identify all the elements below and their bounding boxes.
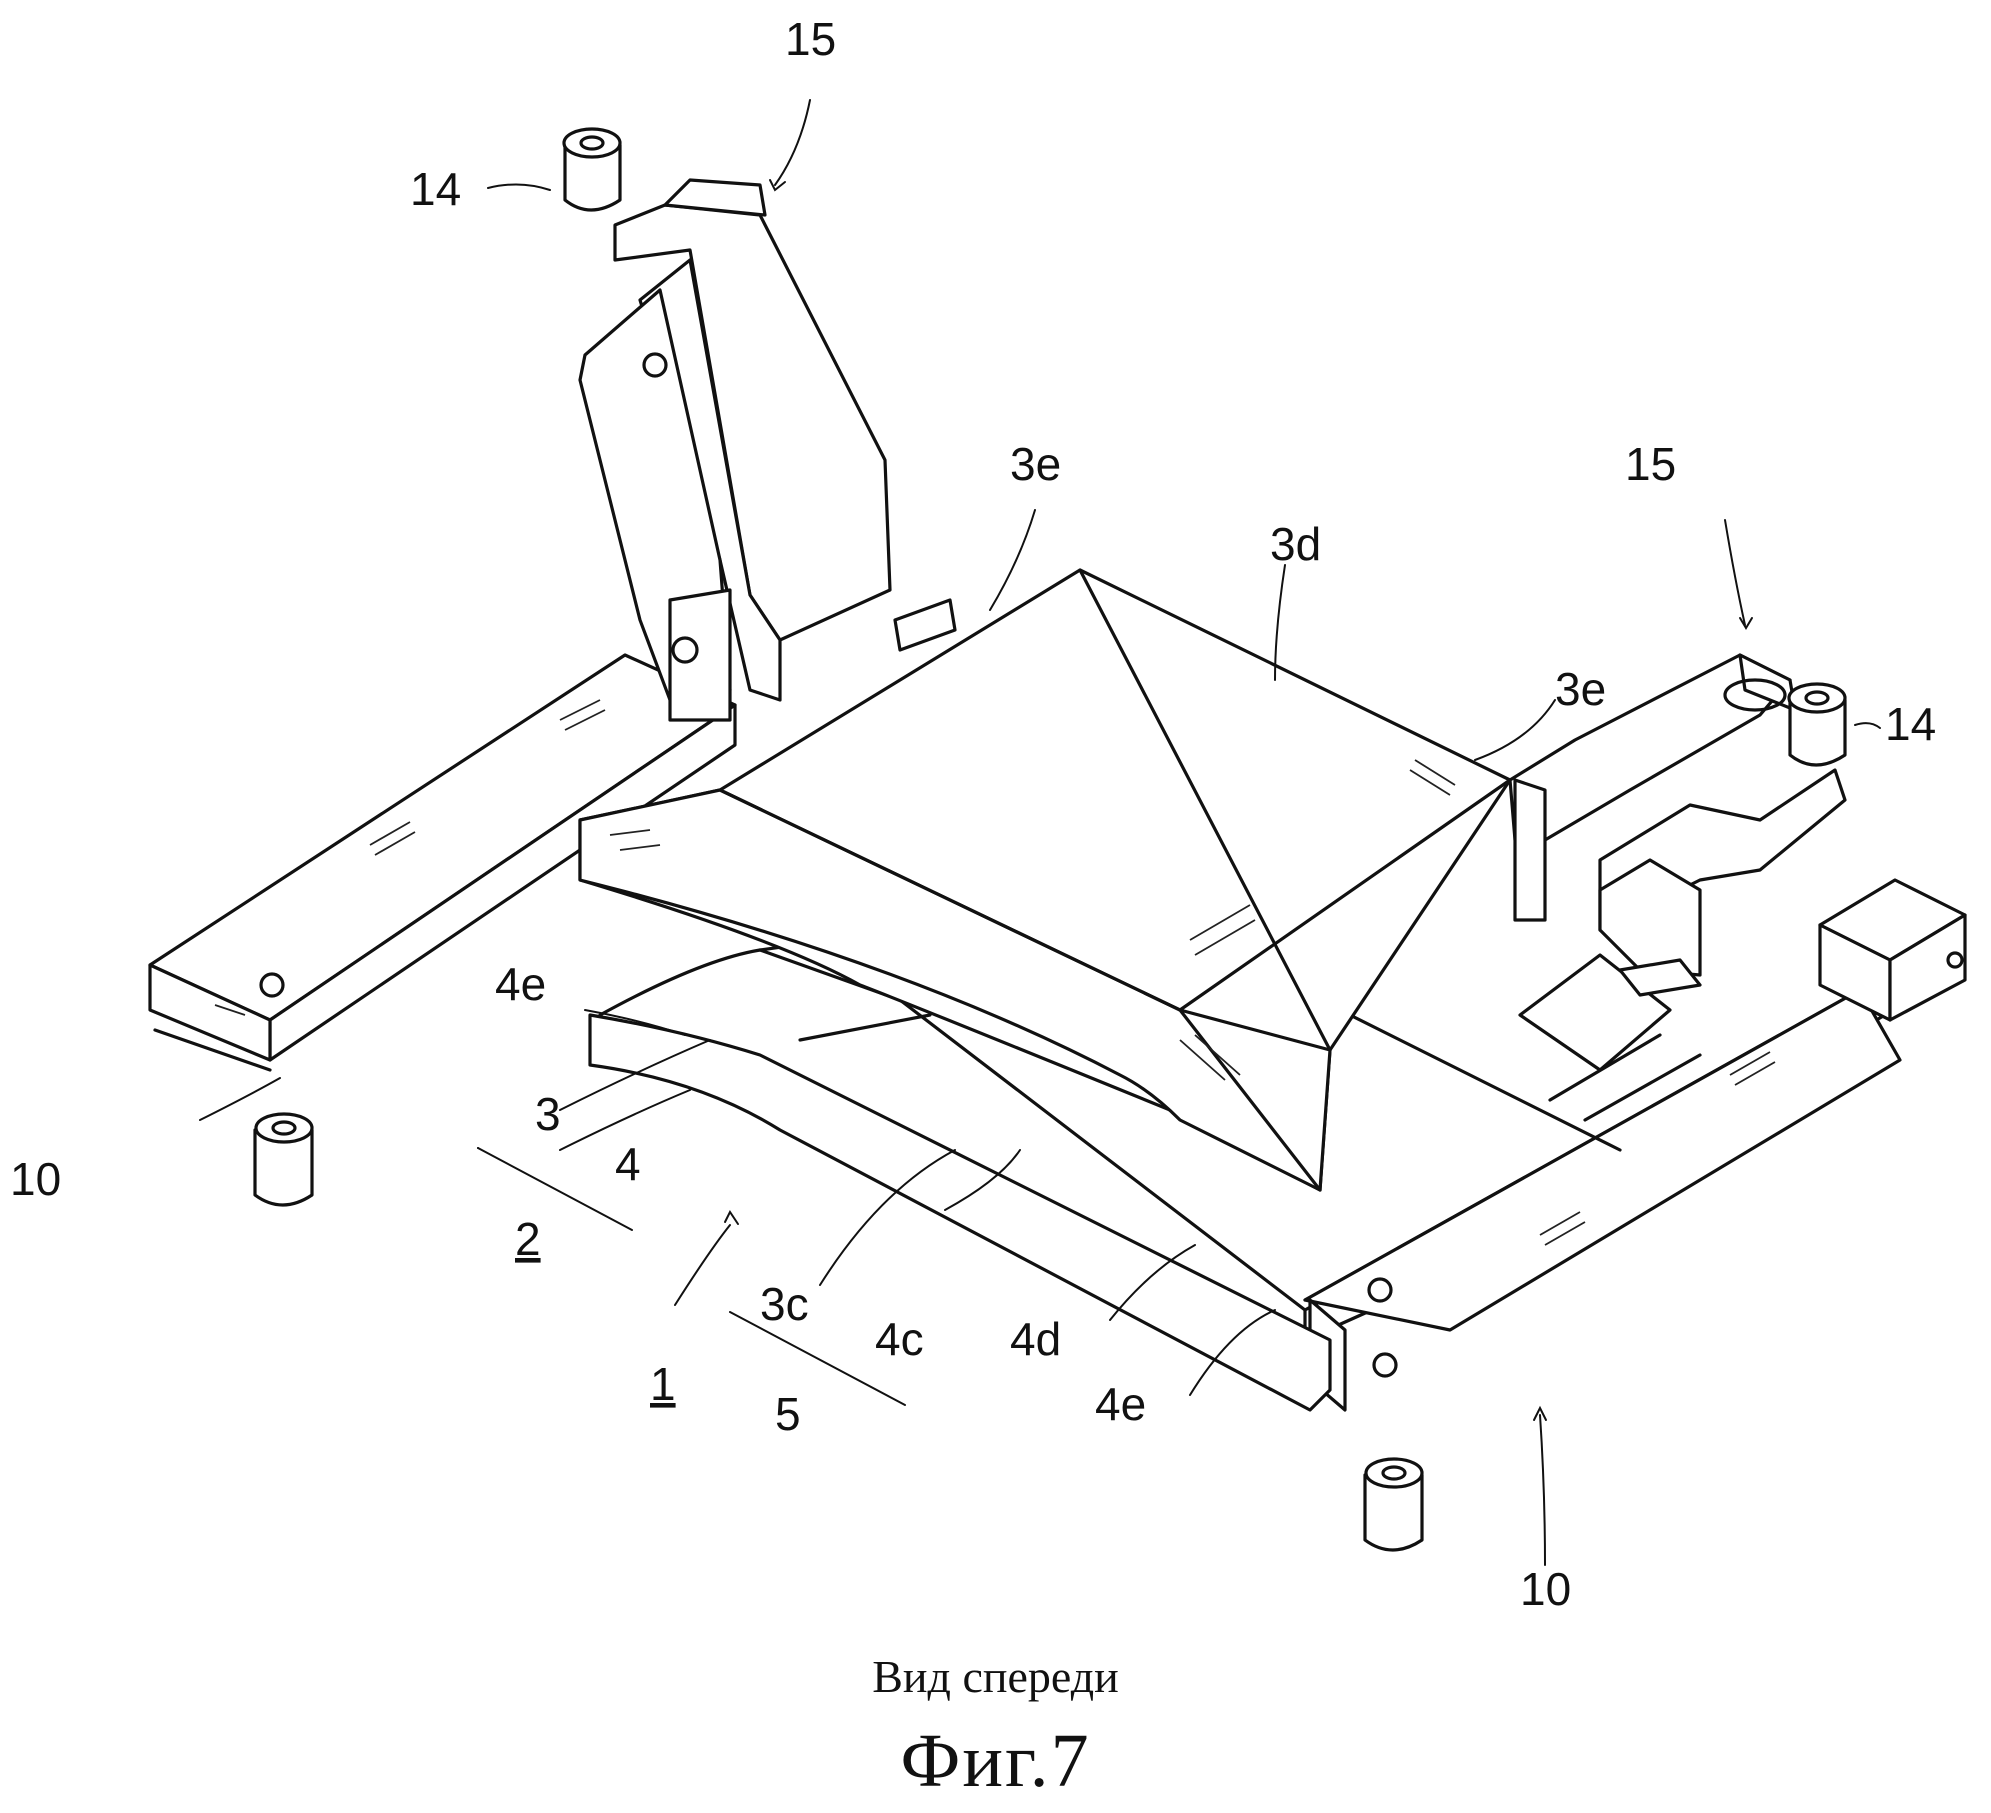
label-3d: 3d: [1270, 518, 1321, 570]
bushing-bottom-left: [253, 1112, 314, 1207]
reference-labels: 15 14 3e 3d 15 3e 14 4e 3 4 10 2 3c 1 4c…: [10, 13, 1936, 1615]
upper-member-3: [578, 568, 1512, 1192]
label-4e-left: 4e: [495, 958, 546, 1010]
label-4e-bottom: 4e: [1095, 1378, 1146, 1430]
label-3e-top: 3e: [1010, 438, 1061, 490]
bushing-right: [1787, 682, 1847, 767]
label-14-top: 14: [410, 163, 461, 215]
label-4: 4: [615, 1138, 641, 1190]
view-caption: Вид спереди: [872, 1651, 1119, 1702]
label-4d: 4d: [1010, 1313, 1061, 1365]
label-3: 3: [535, 1088, 561, 1140]
bushing-bottom-right: [1363, 1457, 1424, 1552]
label-10-right: 10: [1520, 1563, 1571, 1615]
label-15-right: 15: [1625, 438, 1676, 490]
leader-lines: [199, 99, 1881, 1566]
label-14-right: 14: [1885, 698, 1936, 750]
figure-number: Фиг.7: [900, 1719, 1091, 1803]
left-side-rail: [148, 653, 737, 1072]
label-2: 2: [515, 1213, 541, 1265]
left-bracket-15: [578, 178, 957, 722]
label-1: 1: [650, 1358, 676, 1410]
label-15-top: 15: [785, 13, 836, 65]
label-4c: 4c: [875, 1313, 924, 1365]
bushing-top-left: [562, 127, 622, 212]
label-3e-right: 3e: [1555, 663, 1606, 715]
right-end-bracket: [1818, 878, 1967, 1022]
label-5: 5: [775, 1388, 801, 1440]
right-bracket-15: [1508, 653, 1847, 997]
label-10-left: 10: [10, 1153, 61, 1205]
label-3c: 3c: [760, 1278, 809, 1330]
